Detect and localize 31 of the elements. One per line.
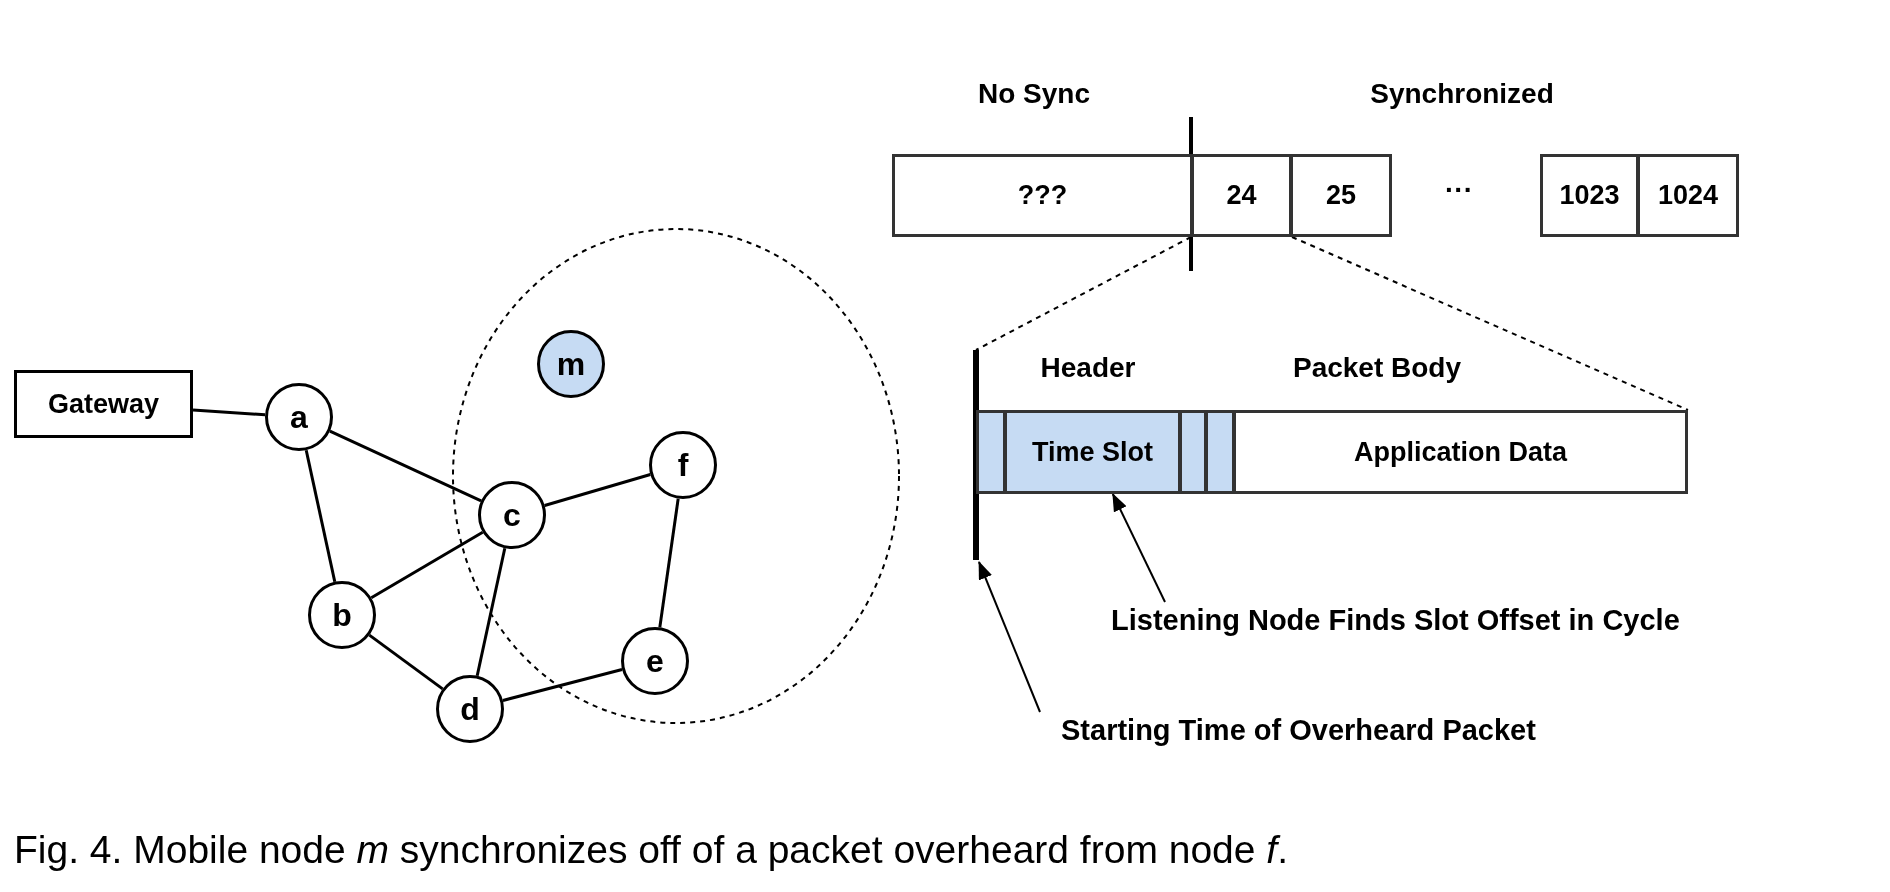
slot-cell: 24 [1191, 154, 1292, 237]
slot-cell: 1023 [1540, 154, 1639, 237]
annotation-text: Starting Time of Overheard Packet [1061, 712, 1536, 748]
header-field [1179, 410, 1207, 494]
annotation-text: Listening Node Finds Slot Offset in Cycle [1111, 602, 1680, 638]
header-field [1205, 410, 1235, 494]
header-field: Time Slot [1004, 410, 1181, 494]
slot-cell: ??? [892, 154, 1193, 237]
figure-caption: Fig. 4. Mobile node m synchronizes off of a packet overheard from node f. [14, 827, 1288, 873]
packet-body-field: Application Data [1233, 410, 1688, 494]
link-line [502, 668, 623, 702]
link-line [370, 530, 484, 600]
zoom-line [975, 236, 1192, 351]
leader-arrow [978, 561, 1041, 713]
slot-cell: 1024 [1637, 154, 1739, 237]
link-line [544, 473, 651, 507]
link-line [658, 498, 680, 628]
leader-arrow [1111, 493, 1166, 603]
gateway-box: Gateway [14, 370, 193, 438]
section-label: Synchronized [1370, 77, 1554, 111]
section-label: Header [1040, 351, 1136, 385]
section-label: No Sync [978, 77, 1090, 111]
zoom-line [1291, 236, 1689, 411]
link-line [304, 449, 337, 583]
link-line [192, 408, 266, 417]
ellipsis: ··· [1445, 173, 1473, 207]
link-line [368, 633, 444, 691]
link-line [475, 547, 507, 677]
section-label: Packet Body [1292, 351, 1462, 385]
header-field [976, 410, 1006, 494]
slot-cell: 25 [1290, 154, 1392, 237]
